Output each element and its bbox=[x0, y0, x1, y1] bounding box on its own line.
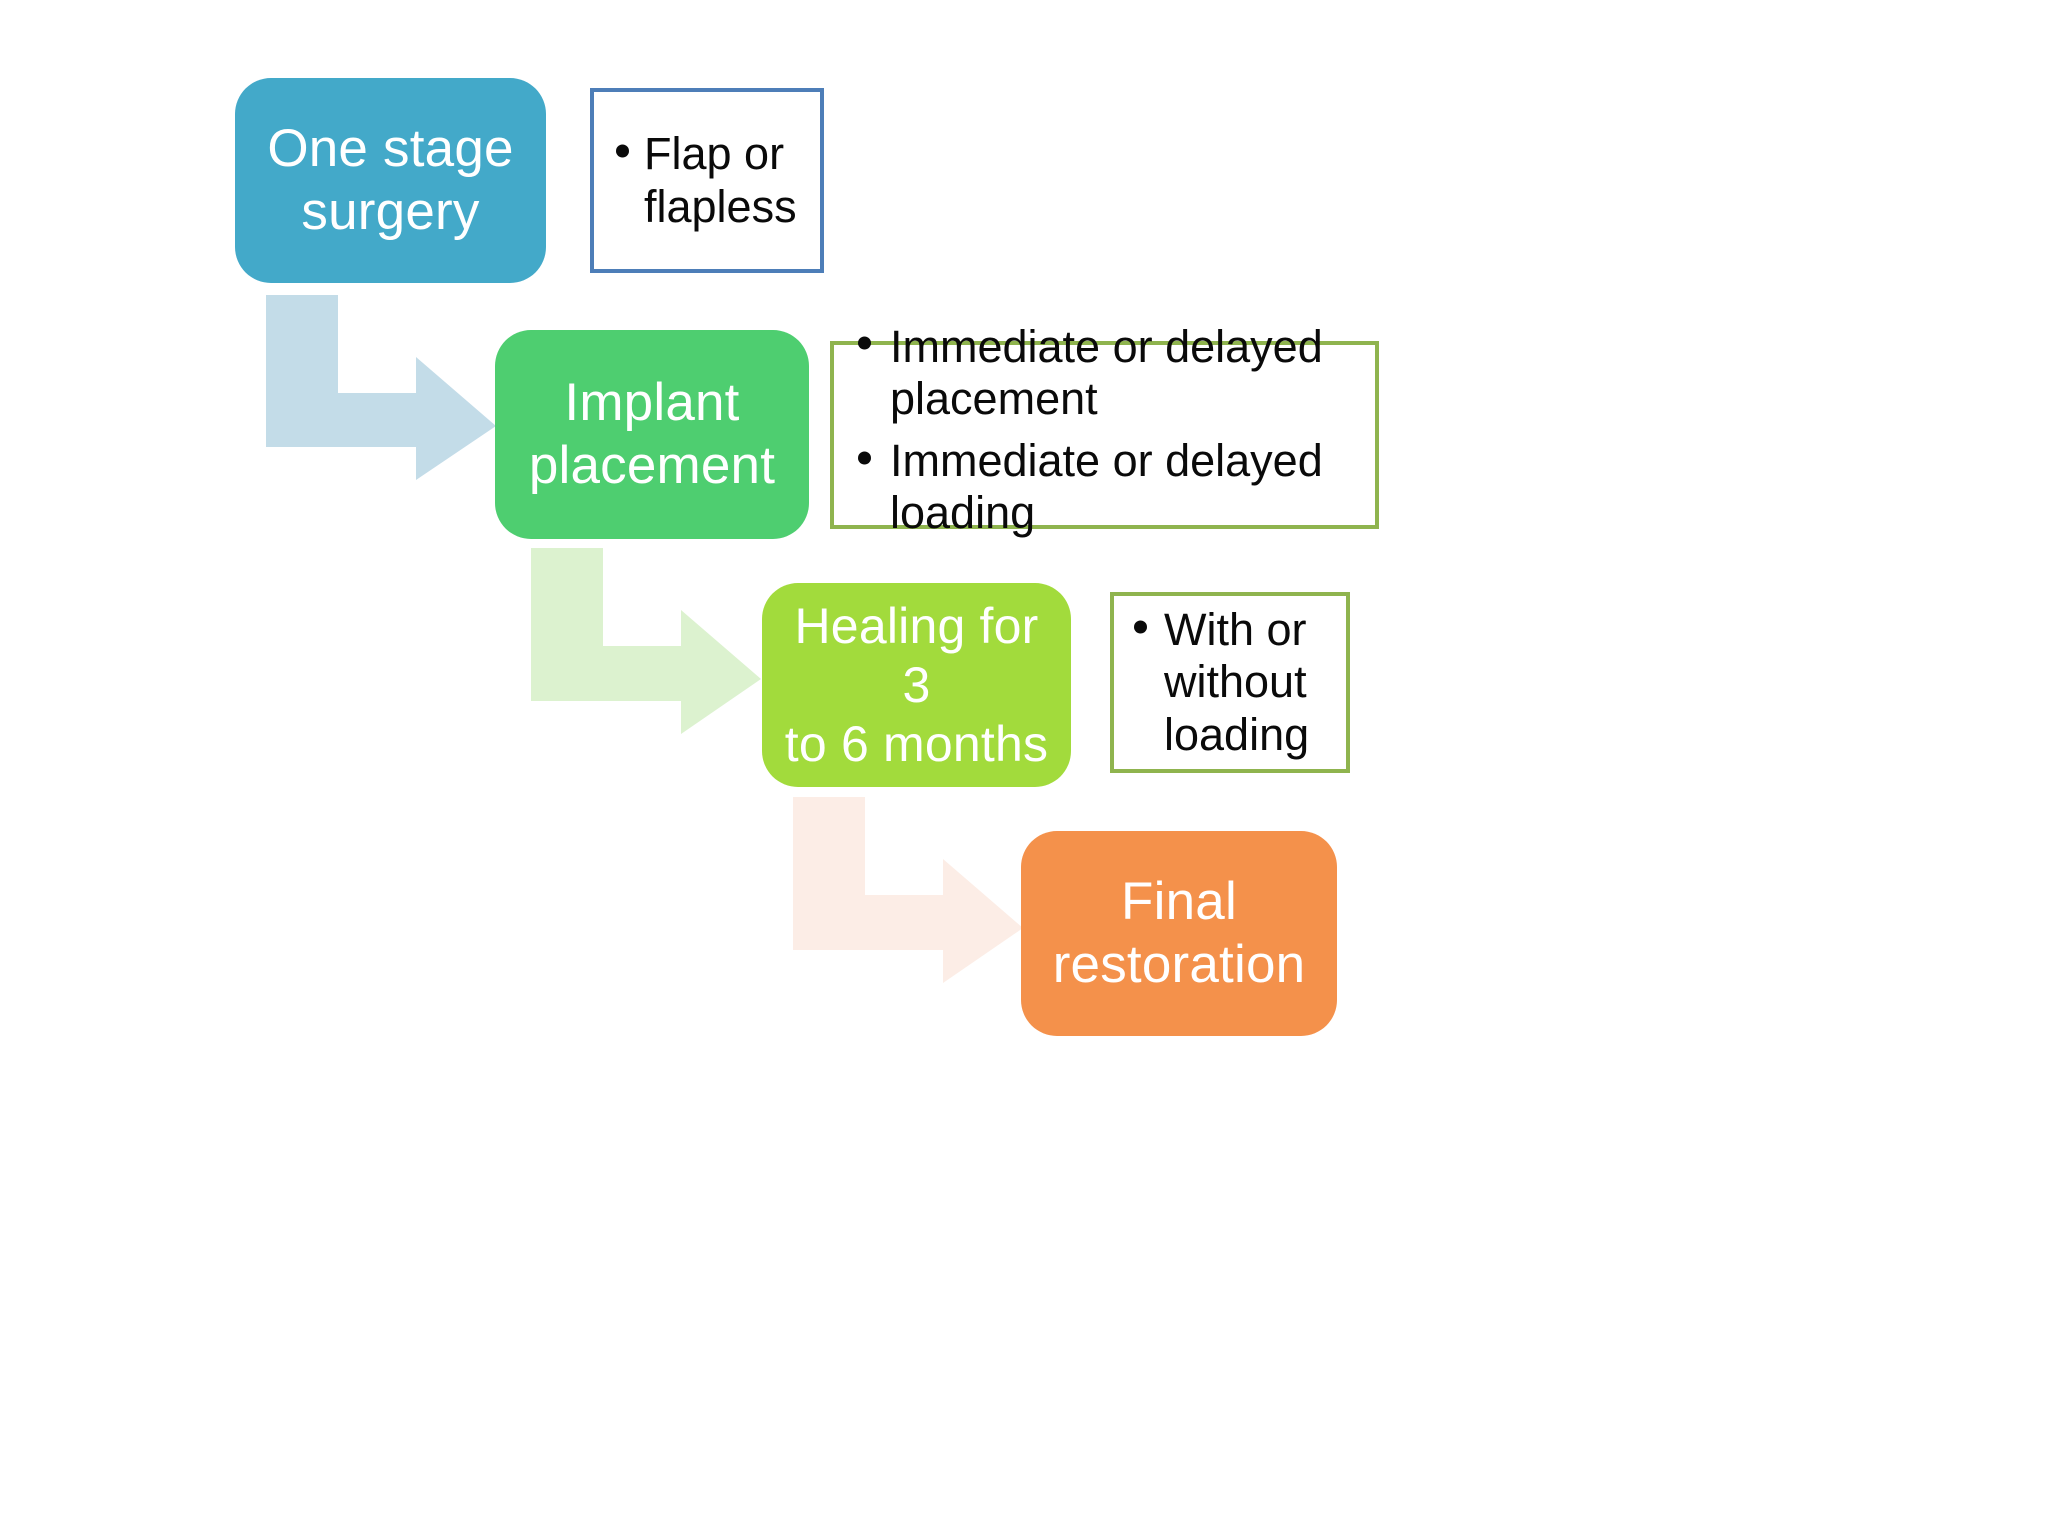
note-box-flap[interactable]: Flap or flapless bbox=[590, 88, 824, 273]
list-item: Immediate or delayed placement bbox=[850, 321, 1365, 425]
note-box-with-without-loading[interactable]: With or without loading bbox=[1110, 592, 1350, 773]
step-box-healing[interactable]: Healing for 3 to 6 months bbox=[762, 583, 1071, 787]
note-list-placement-loading: Immediate or delayed placement Immediate… bbox=[850, 321, 1365, 550]
note-bullet-text: Immediate or delayed placement bbox=[890, 320, 1323, 424]
list-item: Immediate or delayed loading bbox=[850, 435, 1365, 539]
step-box-implant-placement[interactable]: Implant placement bbox=[495, 330, 809, 539]
step-box-one-stage-surgery[interactable]: One stage surgery bbox=[235, 78, 546, 283]
note-bullet-text: With or without loading bbox=[1164, 604, 1310, 760]
bullet-icon bbox=[1134, 620, 1147, 634]
arrow-surgery-to-implant bbox=[266, 295, 496, 480]
bullet-icon bbox=[616, 144, 629, 158]
note-list-with-without-loading: With or without loading bbox=[1126, 604, 1338, 761]
step-label-final-restoration: Final restoration bbox=[1052, 871, 1306, 994]
note-bullet-text: Flap or flapless bbox=[644, 128, 797, 232]
note-box-placement-loading[interactable]: Immediate or delayed placement Immediate… bbox=[830, 321, 1379, 538]
note-bullet-text: Immediate or delayed loading bbox=[890, 435, 1323, 539]
note-list-flap: Flap or flapless bbox=[608, 128, 810, 232]
arrow-implant-to-healing bbox=[531, 548, 761, 734]
step-label-one-stage-surgery: One stage surgery bbox=[267, 118, 514, 241]
list-item: Flap or flapless bbox=[608, 128, 810, 232]
step-label-implant-placement: Implant placement bbox=[528, 372, 776, 495]
bullet-icon bbox=[858, 336, 871, 350]
list-item: With or without loading bbox=[1126, 604, 1338, 761]
bullet-icon bbox=[858, 451, 871, 464]
step-label-healing: Healing for 3 to 6 months bbox=[784, 597, 1049, 772]
arrow-healing-to-final bbox=[793, 797, 1023, 983]
step-box-final-restoration[interactable]: Final restoration bbox=[1021, 831, 1337, 1036]
